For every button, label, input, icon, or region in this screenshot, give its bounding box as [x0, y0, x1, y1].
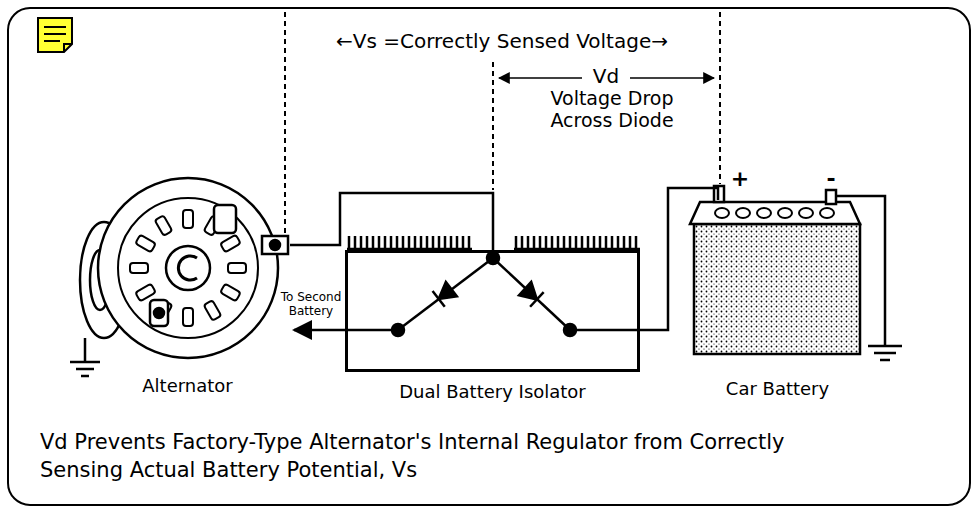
- annotation-note: Voltage Drop Across Diode: [530, 88, 695, 132]
- alternator: Alternator: [85, 170, 290, 340]
- part-label: Dual Battery Isolator: [308, 381, 677, 402]
- wire: [640, 188, 718, 330]
- dashed-line: [285, 12, 720, 236]
- isolator-box: Dual Battery Isolator: [345, 250, 640, 372]
- part-label: Car Battery: [650, 378, 905, 399]
- wire-label: To Second Battery: [278, 291, 344, 319]
- alternator-drawing: [70, 178, 288, 376]
- terminal-sign: +: [729, 166, 751, 191]
- note-icon: [38, 18, 72, 52]
- battery: Car Battery: [690, 200, 865, 355]
- frame: [8, 8, 970, 505]
- terminal-sign: -: [820, 166, 842, 191]
- part-label: Alternator: [45, 375, 330, 396]
- wire: [290, 193, 493, 250]
- battery-drawing: [690, 186, 902, 360]
- voltage-annotation: ←Vs =Correctly Sensed Voltage→: [292, 30, 712, 53]
- caption: Vd Prevents Factory-Type Alternator's In…: [40, 428, 870, 485]
- voltage-symbol: Vd: [584, 65, 628, 88]
